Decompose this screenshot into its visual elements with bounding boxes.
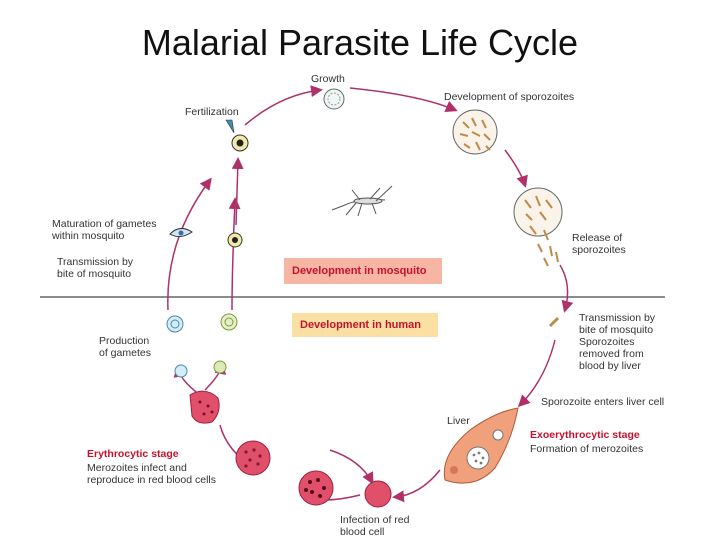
band-human-label: Development in human bbox=[300, 319, 422, 331]
label-merozoites-infect: Merozoites infect and reproduce in red b… bbox=[87, 462, 216, 486]
label-erythrocytic-stage: Erythrocytic stage bbox=[87, 448, 179, 460]
arrow-fertilization-to-growth bbox=[244, 85, 323, 126]
label-liver: Liver bbox=[447, 415, 470, 427]
sporozoite-transmitted bbox=[548, 316, 560, 328]
label-release-of-sporozoites: Release of sporozoites bbox=[572, 232, 626, 256]
oocyst-releasing bbox=[513, 187, 563, 267]
arrow-gamete-to-fertilization bbox=[231, 157, 244, 226]
label-maturation-of-gametes: Maturation of gametes within mosquito bbox=[52, 218, 157, 242]
maturing-gamete-cell-2 bbox=[227, 232, 243, 248]
oocyst-developing bbox=[452, 109, 498, 155]
bursting-rbc bbox=[189, 390, 220, 424]
arrow-left-up bbox=[167, 177, 212, 311]
label-fertilization: Fertilization bbox=[185, 106, 239, 118]
arrow-release-to-transmission bbox=[559, 264, 574, 313]
mosquito-illustration bbox=[331, 185, 393, 217]
small-cell-blue bbox=[174, 364, 188, 378]
label-formation-of-merozoites: Formation of merozoites bbox=[530, 443, 644, 455]
gamete-cell-blue bbox=[166, 315, 184, 333]
label-transmission-right: Transmission by bite of mosquito Sporozo… bbox=[579, 312, 656, 372]
label-development-of-sporozoites: Development of sporozoites bbox=[444, 91, 575, 103]
label-infection-of-red-blood-cell: Infection of red blood cell bbox=[340, 514, 410, 538]
band-mosquito-label: Development in mosquito bbox=[292, 265, 427, 277]
diagram-title: Malarial Parasite Life Cycle bbox=[141, 22, 579, 63]
growth-cell bbox=[323, 88, 345, 110]
mosquito-band-bg bbox=[284, 258, 442, 284]
arrow-infection-inner bbox=[329, 449, 374, 485]
label-sporozoite-enters-liver: Sporozoite enters liver cell bbox=[541, 396, 665, 408]
gamete-cell-green bbox=[220, 313, 238, 331]
label-production-of-gametes: Production of gametes bbox=[99, 335, 151, 359]
infected-rbc-2 bbox=[298, 470, 334, 506]
arrow-liver-to-infection bbox=[392, 469, 441, 503]
arrow-right-up bbox=[228, 197, 241, 311]
label-exoerythrocytic-stage: Exoerythrocytic stage bbox=[530, 429, 640, 441]
infected-rbc-1 bbox=[235, 440, 271, 476]
label-growth: Growth bbox=[311, 73, 345, 85]
label-transmission-left: Transmission by bite of mosquito bbox=[57, 256, 134, 280]
arrow-growth-to-sporozoites bbox=[349, 87, 458, 112]
arrow-sporozoites-to-release bbox=[504, 149, 528, 188]
arrow-transmission-to-liver bbox=[517, 339, 556, 408]
maturing-gamete-cell bbox=[169, 228, 193, 238]
human-band-bg bbox=[292, 313, 438, 337]
liver-cell bbox=[443, 407, 519, 484]
small-cell-green bbox=[213, 360, 227, 374]
fertilization-cell bbox=[225, 119, 249, 152]
infection-rbc bbox=[364, 480, 392, 508]
